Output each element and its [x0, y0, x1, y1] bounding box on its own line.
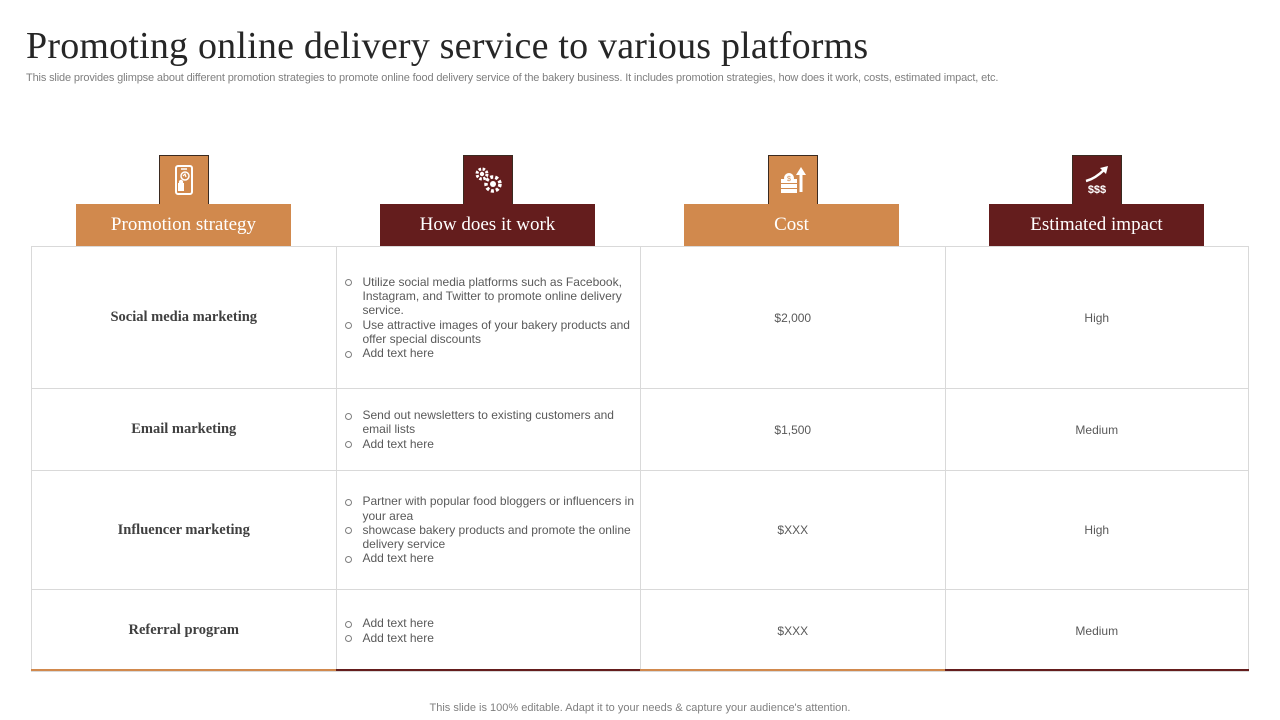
cost-value: $1,500: [774, 422, 812, 437]
impact-cell: Medium: [944, 389, 1249, 470]
bullet-list: Send out newsletters to existing custome…: [343, 408, 635, 451]
bullet-item: Add text here: [343, 437, 635, 451]
how-it-works-cell: Add text here Add text here: [335, 590, 641, 671]
table-row: Email marketing Send out newsletters to …: [31, 389, 1249, 471]
impact-value: Medium: [1075, 623, 1119, 638]
impact-value: High: [1084, 310, 1110, 325]
table-bottom-accent: [31, 669, 1249, 671]
column-header-how-it-works: How does it work: [380, 204, 595, 246]
accent-bar-dark: [944, 669, 1249, 671]
column-header-estimated-impact: Estimated impact: [989, 204, 1204, 246]
strategy-cell: Email marketing: [31, 389, 336, 470]
bullet-item: Add text here: [343, 631, 635, 645]
money-growth-icon: $: [768, 155, 818, 205]
footer-note: This slide is 100% editable. Adapt it to…: [429, 702, 851, 714]
impact-value: Medium: [1075, 422, 1119, 437]
bullet-item: Partner with popular food bloggers or in…: [343, 494, 635, 523]
strategy-label: Influencer marketing: [117, 521, 250, 538]
gears-icon: [463, 155, 513, 205]
cost-cell: $1,500: [640, 389, 945, 470]
bullet-list: Add text here Add text here: [343, 616, 635, 645]
impact-cell: High: [944, 247, 1249, 388]
page-title: Promoting online delivery service to var…: [26, 25, 869, 67]
svg-text:$: $: [787, 176, 791, 183]
how-it-works-cell: Partner with popular food bloggers or in…: [335, 471, 641, 589]
cost-cell: $XXX: [640, 471, 945, 589]
bullet-item: Send out newsletters to existing custome…: [343, 408, 635, 437]
accent-bar-light: [31, 669, 336, 671]
table-row: Referral program Add text here Add text …: [31, 590, 1249, 672]
impact-value: High: [1084, 523, 1110, 537]
strategy-label: Referral program: [128, 622, 239, 638]
dollar-growth-icon: $$$: [1072, 155, 1122, 205]
mobile-phone-icon: [159, 155, 209, 205]
table-row: Social media marketing Utilize social me…: [31, 247, 1249, 389]
strategy-table: Social media marketing Utilize social me…: [31, 246, 1249, 672]
how-it-works-cell: Send out newsletters to existing custome…: [335, 389, 641, 470]
cost-value: $2,000: [774, 310, 812, 325]
cost-value: $XXX: [777, 623, 809, 638]
accent-bar-light: [640, 669, 945, 671]
strategy-cell: Influencer marketing: [31, 471, 336, 589]
bullet-item: Utilize social media platforms such as F…: [343, 275, 635, 318]
bullet-item: showcase bakery products and promote the…: [343, 523, 635, 552]
svg-text:$$$: $$$: [1088, 184, 1106, 196]
how-it-works-cell: Utilize social media platforms such as F…: [335, 247, 641, 388]
cost-value: $XXX: [777, 523, 809, 537]
strategy-cell: Social media marketing: [31, 247, 336, 388]
bullet-item: Use attractive images of your bakery pro…: [343, 318, 635, 347]
column-header-promotion-strategy: Promotion strategy: [76, 204, 291, 246]
cost-cell: $XXX: [640, 590, 945, 671]
bullet-item: Add text here: [343, 551, 635, 565]
strategy-label: Email marketing: [131, 421, 237, 437]
impact-cell: Medium: [944, 590, 1249, 671]
column-header-cost: Cost: [684, 204, 899, 246]
impact-cell: High: [944, 471, 1249, 589]
accent-bar-dark: [335, 669, 640, 671]
table-row: Influencer marketing Partner with popula…: [31, 471, 1249, 590]
bullet-list: Utilize social media platforms such as F…: [343, 275, 635, 361]
bullet-item: Add text here: [343, 616, 635, 630]
page-subtitle: This slide provides glimpse about differ…: [26, 72, 999, 84]
bullet-list: Partner with popular food bloggers or in…: [343, 494, 635, 565]
bullet-item: Add text here: [343, 346, 635, 360]
strategy-cell: Referral program: [31, 590, 336, 671]
strategy-label: Social media marketing: [110, 309, 258, 325]
cost-cell: $2,000: [640, 247, 945, 388]
